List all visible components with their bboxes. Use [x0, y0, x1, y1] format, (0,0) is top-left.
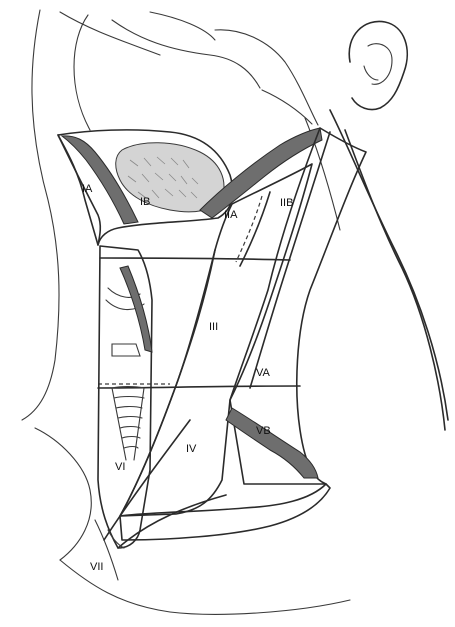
submandibular-gland [115, 142, 225, 213]
digastric-muscle [60, 135, 139, 225]
label-vi: VI [115, 461, 125, 473]
label-iii: III [209, 321, 218, 333]
head-outline [21, 9, 351, 615]
label-va: VA [256, 367, 271, 379]
omohyoid-muscle [225, 407, 319, 479]
ear [348, 20, 408, 111]
label-ia: IA [82, 183, 93, 195]
label-vb: VB [256, 425, 271, 437]
label-vii: VII [90, 561, 103, 573]
central-compartment [97, 245, 227, 549]
lateral-neck-levels [97, 127, 367, 541]
level-I-region [57, 127, 323, 246]
carotid-artery [119, 265, 153, 353]
label-iib: IIB [280, 197, 293, 209]
label-iv: IV [186, 443, 197, 455]
posterior-neck-outline [304, 109, 449, 431]
label-ib: IB [140, 196, 150, 208]
trachea [111, 385, 145, 461]
level-II-III-IV-column [119, 163, 313, 517]
label-iia: IIA [224, 209, 238, 221]
